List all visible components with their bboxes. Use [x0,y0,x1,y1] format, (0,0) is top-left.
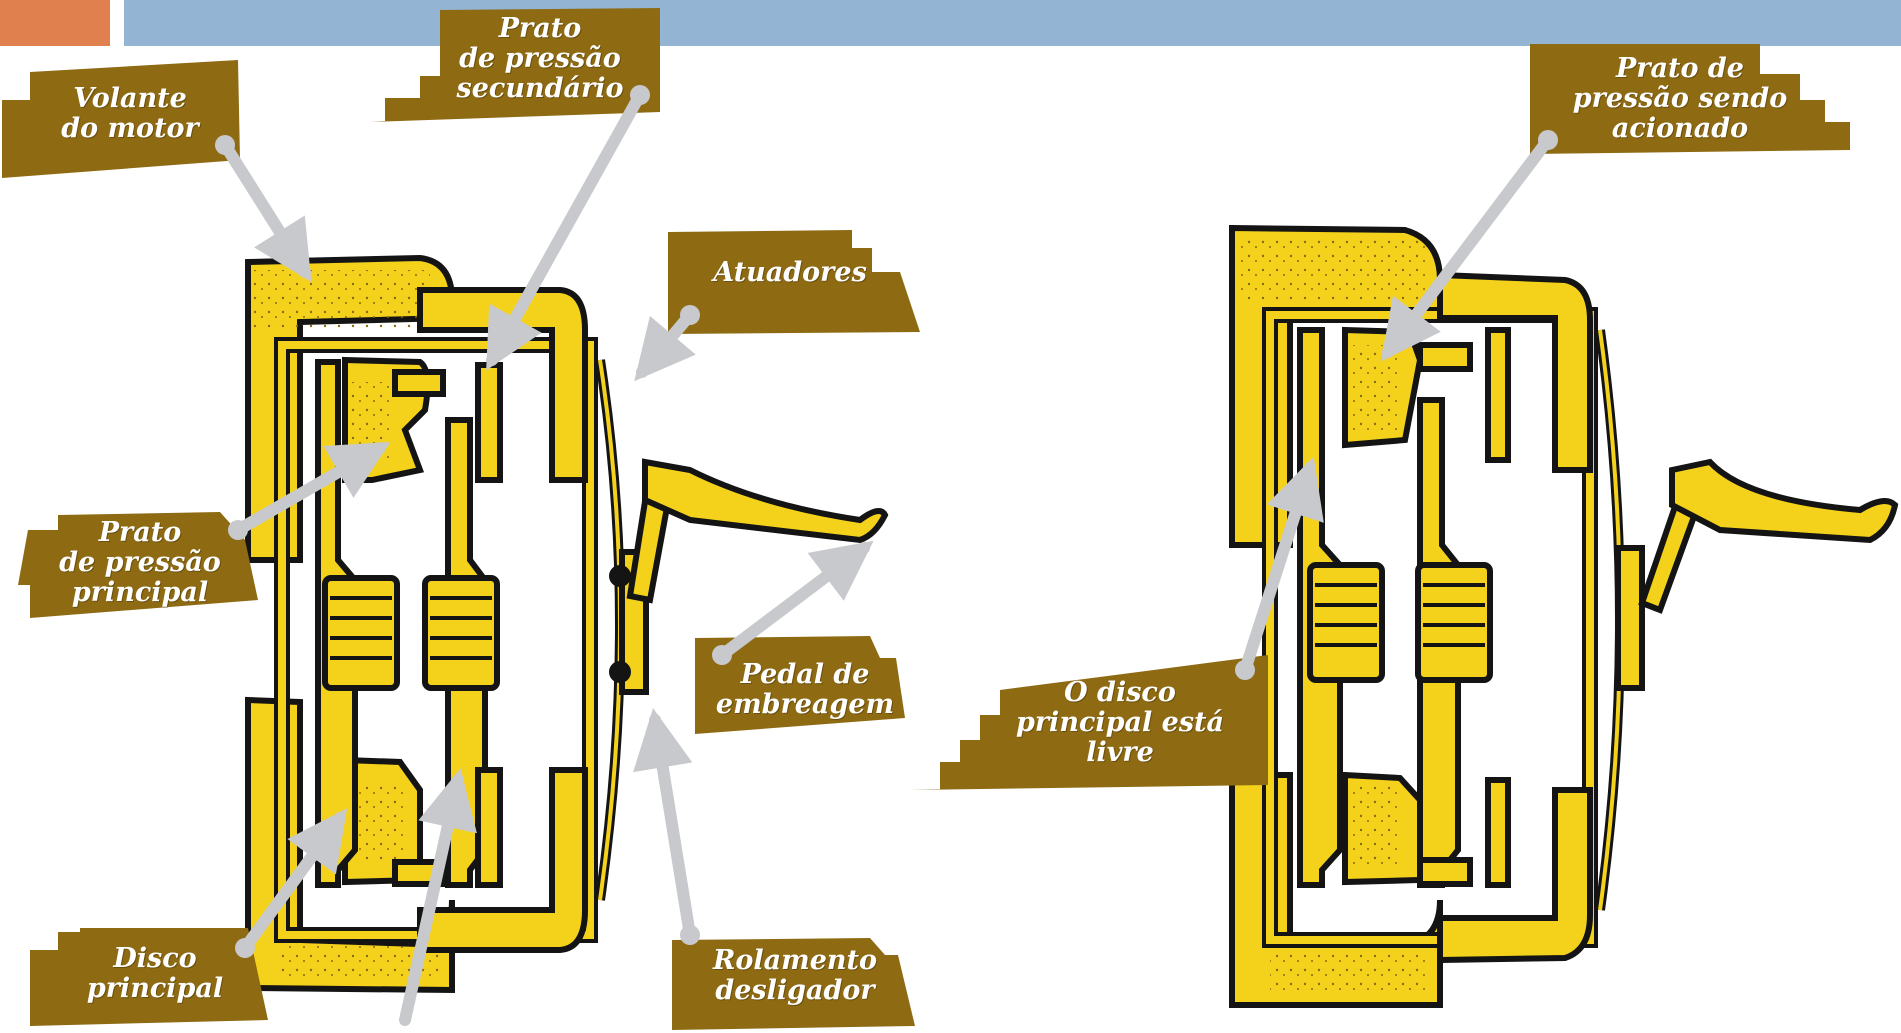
label-box-atuadores [668,230,920,334]
arrow-disco-2 [399,768,477,1026]
clutch-pedal-right [1669,458,1899,544]
secondary-plate [475,362,503,483]
arrow-disco [239,808,348,954]
label-box-disco [30,928,268,1026]
label-box-prato-acionado [1530,44,1850,154]
pointer-arrows [219,89,1554,1026]
cover-bottom [417,767,588,953]
label-rolamento-desligador: Rolamento desligador [712,945,878,1006]
label-prato-principal: Prato de pressão principal [59,517,221,608]
label-box-disco-livre [910,655,1268,790]
flywheel-top [245,254,455,563]
label-box-pedal [695,636,905,734]
label-boxes [2,8,1850,1030]
right-clutch-assembly [1229,224,1899,1008]
arrow-volante [219,139,312,283]
label-box-prato-secundario [370,8,660,122]
title-bar [124,0,1901,46]
clutch-pedal [642,458,889,544]
label-pedal-de-embreagem: Pedal de embreagem [715,659,895,720]
arrow-pedal [716,540,874,661]
arrow-rolamento [633,708,696,941]
arrow-prato-principal [232,441,391,536]
arrow-atuadores [634,309,696,382]
arrow-prato-acionado [1380,134,1554,362]
label-box-volante [2,60,240,178]
label-atuadores: Atuadores [713,257,867,288]
label-prato-sendo-acionado: Prato de pressão sendo acionado [1572,53,1788,144]
label-volante-do-motor: Volante do motor [61,83,199,144]
hub-spring-left [322,575,400,691]
left-clutch-assembly [245,254,889,994]
arrow-prato-secundario [486,89,646,371]
hub-spring-right [422,575,500,691]
label-prato-secundario: Prato de pressão secundário [456,13,624,104]
arrow-disco-livre [1239,456,1324,676]
arrow-dots [215,85,1558,958]
label-box-rolamento [672,938,915,1030]
label-disco-livre: O disco principal está livre [1015,677,1225,768]
label-disco-principal: Disco principal [86,943,224,1004]
label-box-prato-principal [18,512,258,618]
title-bar-accent [0,0,110,46]
